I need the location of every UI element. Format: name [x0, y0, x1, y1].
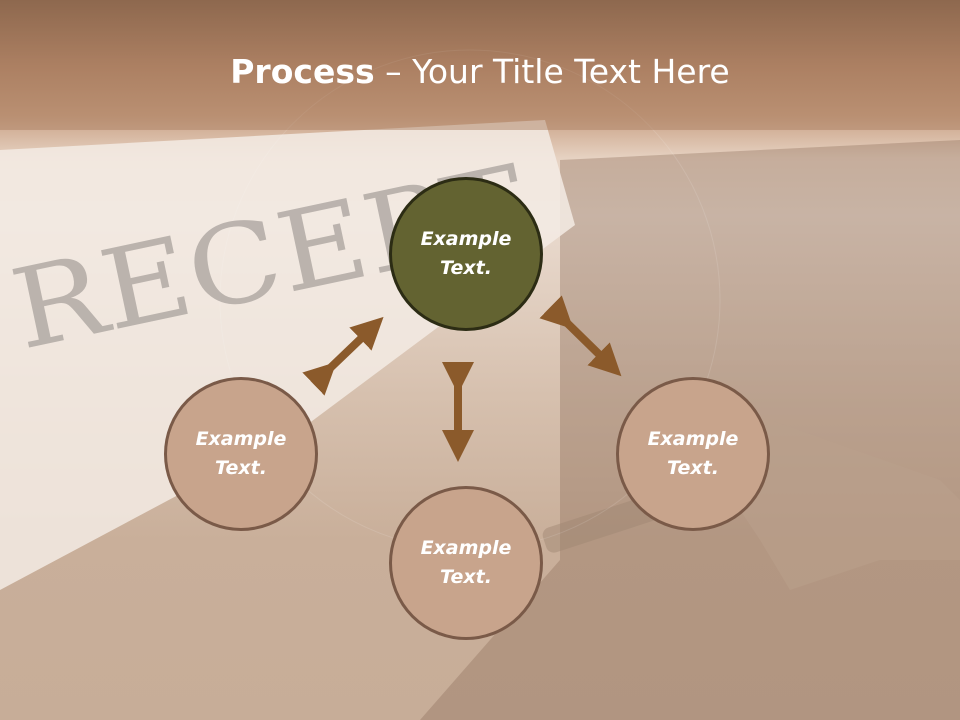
node-left: Example Text.	[164, 377, 318, 531]
title-rest: Your Title Text Here	[412, 52, 730, 91]
node-top: Example Text.	[389, 177, 543, 331]
node-bottom-label: Example Text.	[420, 537, 512, 588]
arrow-top-right	[539, 295, 622, 377]
node-bottom: Example Text.	[389, 486, 543, 640]
node-right: Example Text.	[616, 377, 770, 531]
slide-title: Process – Your Title Text Here	[0, 52, 960, 91]
node-left-label: Example Text.	[195, 428, 287, 479]
node-right-label: Example Text.	[647, 428, 739, 479]
node-top-label: Example Text.	[420, 228, 512, 279]
key-tag	[720, 420, 960, 590]
title-bold: Process	[230, 52, 375, 91]
arrow-top-left	[302, 316, 384, 396]
title-separator: –	[374, 52, 413, 91]
